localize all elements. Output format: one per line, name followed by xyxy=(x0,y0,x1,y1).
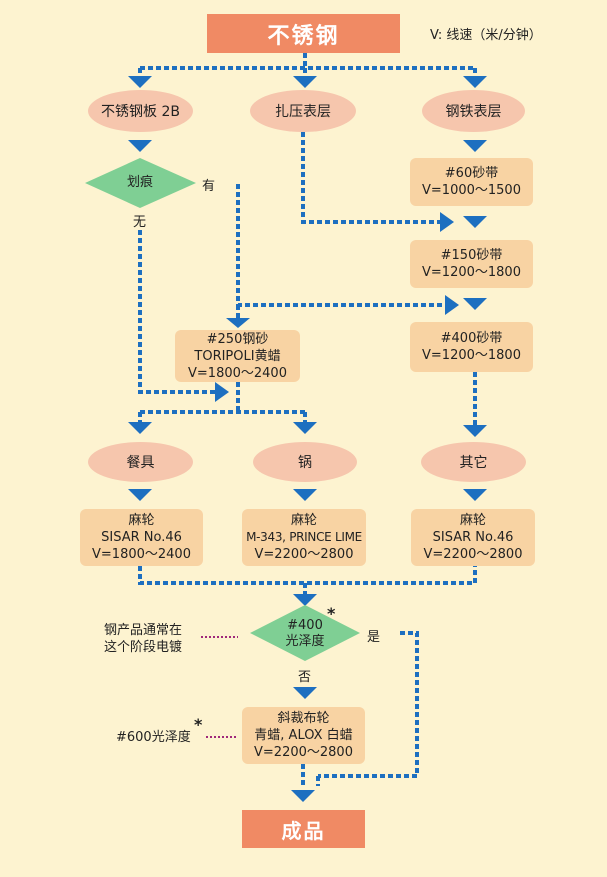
title-stainless-steel: 不锈钢 xyxy=(207,14,400,53)
note-600-star: * xyxy=(194,715,203,734)
decision-gloss-yes: 是 xyxy=(367,630,381,645)
box-belt-150: #150砂带 V=1200～1800 xyxy=(410,240,533,288)
note-plating-line1: 钢产品通常在 xyxy=(104,623,183,638)
decision-scratch-yes: 有 xyxy=(202,179,216,194)
legend-line-speed: V: 线速（米/分钟） xyxy=(430,28,542,43)
diamonds xyxy=(85,158,360,661)
oval-rolled-surface: 扎压表层 xyxy=(250,90,356,132)
box-wheel-pot: 麻轮 M-343, PRINCE LIME V=2200～2800 xyxy=(242,509,366,566)
box-belt-60: #60砂带 V=1000～1500 xyxy=(410,158,533,206)
bias-wheel-compound: 青蜡, ALOX 白蜡 xyxy=(254,728,353,743)
wheel-other-speed: V=2200～2800 xyxy=(423,547,523,562)
wheel-pot-speed: V=2200～2800 xyxy=(254,547,354,562)
decision-gloss-star: * xyxy=(327,604,336,623)
belt-400-speed: V=1200～1800 xyxy=(422,348,521,363)
steel-sand-speed: V=1800～2400 xyxy=(188,365,287,381)
note-600-gloss: #600光泽度 xyxy=(116,730,191,745)
decision-gloss-line2: 光泽度 xyxy=(285,634,325,649)
belt-60-speed: V=1000～1500 xyxy=(422,183,521,198)
final-product: 成品 xyxy=(242,810,365,848)
belt-150-grit: #150砂带 xyxy=(440,248,503,263)
box-wheel-tableware: 麻轮 SISAR No.46 V=1800～2400 xyxy=(80,509,203,566)
box-wheel-other: 麻轮 SISAR No.46 V=2200～2800 xyxy=(411,509,535,566)
note-plating-line2: 这个阶段电镀 xyxy=(104,640,183,655)
steel-sand-wax: TORIPOLI黄蜡 xyxy=(194,348,281,364)
decision-scratch-label: 划痕 xyxy=(126,175,153,190)
steel-sand-grit: #250钢砂 xyxy=(206,331,269,347)
decision-scratch-no: 无 xyxy=(133,215,147,230)
belt-400-grit: #400砂带 xyxy=(440,331,503,346)
oval-pot: 锅 xyxy=(253,442,357,482)
wheel-pot-type: 麻轮 xyxy=(290,513,317,528)
note-dots xyxy=(201,636,238,738)
box-steel-sand-250: #250钢砂 TORIPOLI黄蜡 V=1800～2400 xyxy=(175,330,300,382)
oval-steel-surface: 钢铁表层 xyxy=(422,90,525,132)
wheel-pot-compound: M-343, PRINCE LIME xyxy=(246,530,362,544)
wheel-tableware-compound: SISAR No.46 xyxy=(101,530,182,545)
wheel-other-type: 麻轮 xyxy=(459,513,486,528)
belt-60-grit: #60砂带 xyxy=(444,166,499,181)
decision-gloss-line1: #400 xyxy=(287,618,323,633)
dashed-connectors xyxy=(138,53,477,786)
oval-tableware: 餐具 xyxy=(88,442,193,482)
oval-stainless-plate-2b: 不锈钢板 2B xyxy=(88,90,193,132)
bias-wheel-type: 斜裁布轮 xyxy=(277,711,330,726)
bias-wheel-speed: V=2200～2800 xyxy=(254,745,353,760)
wheel-other-compound: SISAR No.46 xyxy=(432,530,514,545)
wheel-tableware-speed: V=1800～2400 xyxy=(92,547,191,562)
oval-other: 其它 xyxy=(421,442,526,482)
belt-150-speed: V=1200～1800 xyxy=(422,265,521,280)
box-belt-400: #400砂带 V=1200～1800 xyxy=(410,322,533,372)
note-plating: 钢产品通常在 这个阶段电镀 xyxy=(104,622,182,656)
arrowheads xyxy=(128,76,487,802)
decision-gloss-diamond xyxy=(250,605,360,661)
decision-gloss-label: #400 光泽度 xyxy=(270,618,340,650)
decision-scratch-diamond xyxy=(85,158,196,208)
box-bias-cloth-wheel: 斜裁布轮 青蜡, ALOX 白蜡 V=2200～2800 xyxy=(242,707,365,764)
wheel-tableware-type: 麻轮 xyxy=(128,513,155,528)
decision-gloss-no: 否 xyxy=(298,670,312,685)
